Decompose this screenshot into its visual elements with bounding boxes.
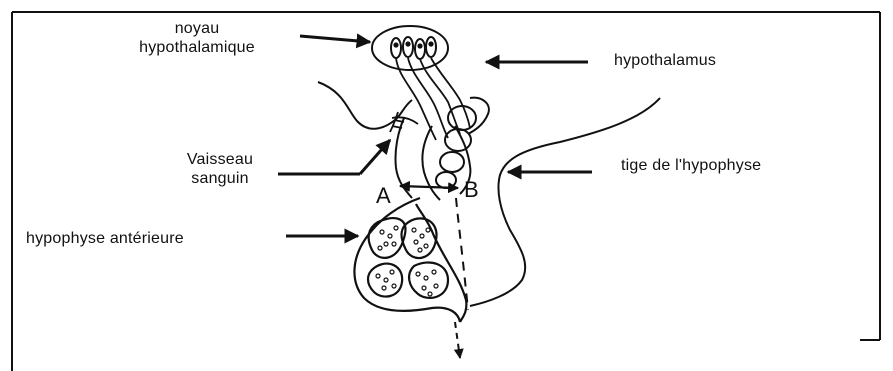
point-b-label: B	[464, 178, 479, 202]
outflow-arrow	[455, 322, 460, 358]
arrow-vaisseau-d	[360, 140, 390, 174]
cell-granules	[376, 226, 438, 296]
label-vaisseau-line2: sanguin	[160, 169, 280, 188]
label-noyau-line1: noyau	[102, 19, 292, 38]
a-b-double-arrow	[400, 186, 458, 188]
label-noyau-hypothalamique: noyau hypothalamique	[102, 19, 292, 57]
point-a-label: A	[376, 184, 391, 208]
label-vaisseau-line1: Vaisseau	[160, 150, 280, 169]
anterior-pituitary	[354, 198, 466, 322]
arrow-noyau	[300, 36, 370, 42]
label-noyau-line2: hypothalamique	[102, 38, 292, 57]
blood-vessel	[390, 112, 418, 132]
label-vaisseau-sanguin: Vaisseau sanguin	[160, 150, 280, 188]
posterior-dashed-line	[456, 198, 468, 310]
label-hypophyse-anterieure: hypophyse antérieure	[26, 229, 184, 248]
label-tige-hypophyse: tige de l'hypophyse	[621, 156, 761, 175]
figure-frame	[12, 12, 880, 371]
label-hypothalamus: hypothalamus	[614, 51, 716, 70]
